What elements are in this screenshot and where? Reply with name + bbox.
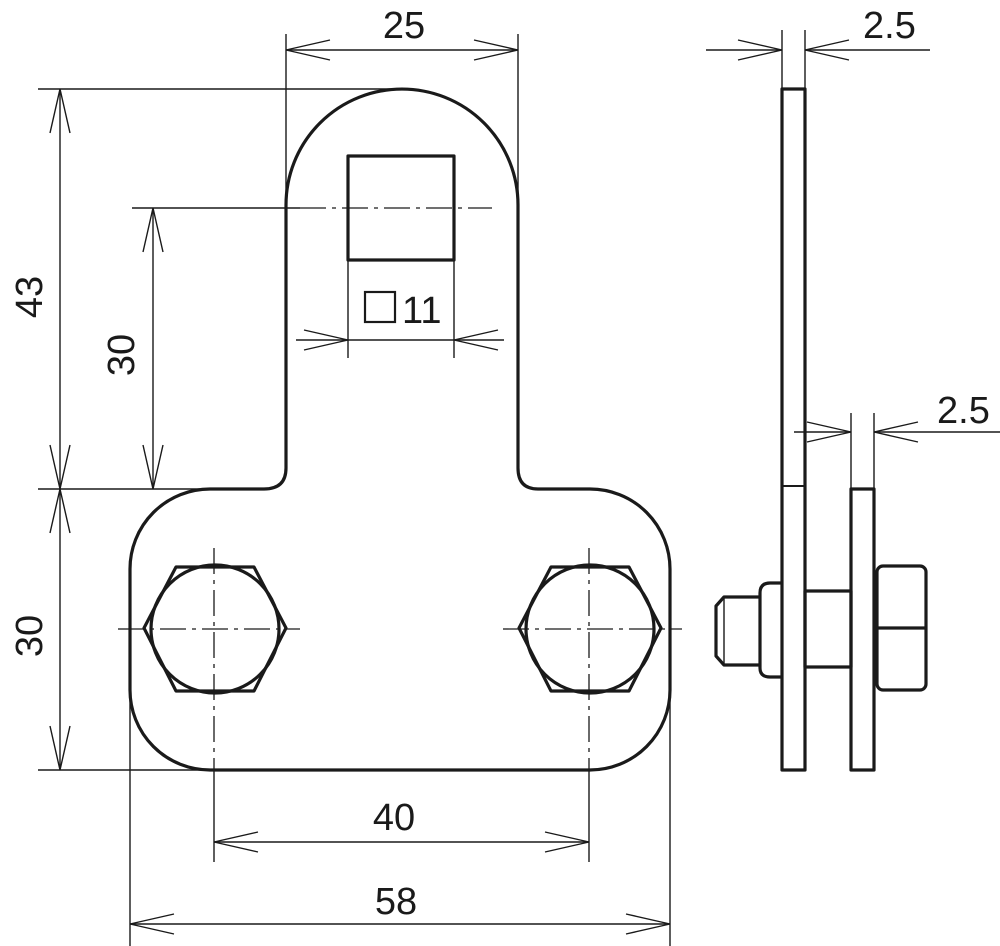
- clamp-plate: [849, 487, 876, 772]
- main-strip: [780, 87, 807, 772]
- dim-bolt-spacing: 40: [373, 797, 415, 839]
- side-dimensions: 2.5 2.5: [706, 5, 1000, 489]
- dim-plate-width: 58: [375, 881, 417, 923]
- dim-hole-center-height: 30: [101, 334, 143, 376]
- side-view: [714, 87, 928, 772]
- dim-plate-height: 30: [9, 615, 51, 657]
- dim-thickness-side: 2.5: [937, 390, 990, 432]
- front-view: [118, 87, 682, 772]
- front-dimensions: 25 43 30 11 30 40: [9, 5, 671, 946]
- square-hole-symbol: [363, 290, 397, 324]
- bolt-head: [758, 581, 782, 679]
- threaded-end: [714, 595, 760, 667]
- dim-total-height: 43: [9, 276, 51, 318]
- bolt-shank: [803, 589, 853, 669]
- dim-tab-width: 25: [383, 5, 425, 47]
- dim-thickness-top: 2.5: [863, 5, 916, 47]
- part-outline: [128, 87, 672, 772]
- dim-square-hole: 11: [402, 290, 441, 332]
